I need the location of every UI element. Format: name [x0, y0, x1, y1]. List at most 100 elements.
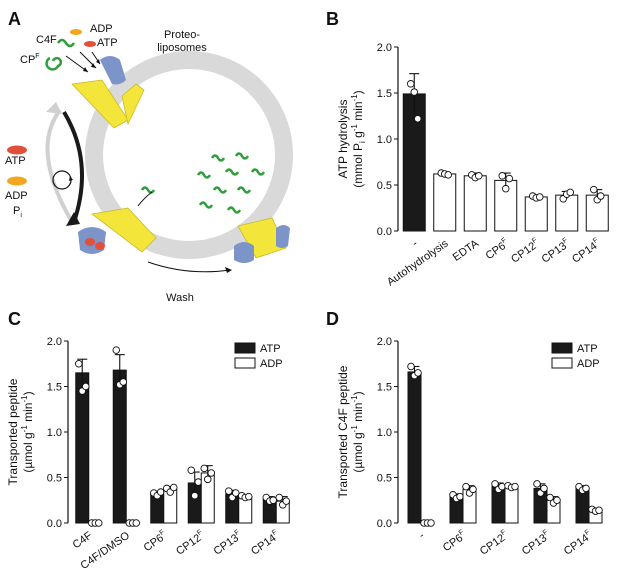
y-tick-label: 0.5	[377, 473, 392, 485]
data-point	[456, 492, 464, 501]
cyclic-peptide-icon	[45, 56, 63, 71]
data-point	[282, 497, 291, 505]
data-point	[407, 80, 415, 88]
panel-a-letter: A	[8, 9, 21, 29]
data-point	[536, 193, 544, 201]
data-point	[275, 493, 284, 502]
data-point	[414, 369, 422, 377]
atp-molecule-icon	[84, 41, 96, 47]
data-point	[410, 88, 419, 96]
panel-a-schematic: A Proteo- liposomes C4F ADP ATP CPF	[5, 9, 293, 304]
data-point	[231, 489, 240, 497]
legend-swatch-atp	[551, 342, 573, 354]
data-point	[407, 362, 415, 371]
data-point	[224, 487, 233, 495]
x-category-label: -	[417, 529, 427, 541]
bar-b-value	[402, 93, 426, 232]
data-point	[414, 115, 422, 123]
y-tick-label: 0.5	[377, 180, 392, 192]
data-point	[469, 485, 477, 494]
data-point	[119, 378, 127, 386]
cycle-adp-label: ADP	[5, 190, 28, 202]
bar-c-atp	[112, 369, 127, 524]
data-point	[553, 496, 561, 505]
legend-label-adp: ADP	[260, 358, 283, 370]
cycle-adp-icon	[7, 176, 27, 186]
data-point	[498, 172, 507, 180]
y-tick-label: 0.0	[377, 226, 392, 238]
x-category-label: CP6F	[141, 529, 169, 554]
x-category-label: CP14F	[248, 529, 282, 558]
data-point	[427, 519, 435, 527]
y-tick-label: 2.0	[377, 336, 392, 348]
data-point	[546, 493, 554, 502]
cycle-atp-icon	[7, 145, 27, 155]
data-point	[533, 480, 541, 488]
y-axis-unit: (µmol g-1 min-1)	[20, 391, 35, 472]
x-category-label: EDTA	[451, 237, 482, 264]
data-point	[505, 174, 514, 183]
x-category-label: CP12F	[508, 237, 542, 266]
adp-molecule-icon	[70, 29, 82, 35]
data-point	[132, 519, 140, 527]
data-point	[590, 185, 598, 194]
transported-peptides-icon	[140, 152, 266, 214]
y-tick-label: 1.0	[377, 134, 392, 146]
x-category-label: CP14F	[569, 237, 603, 266]
legend-label-adp: ADP	[577, 358, 600, 370]
bar-b-value	[433, 173, 457, 232]
cp-label: CPF	[20, 53, 40, 66]
bar-b-value	[555, 194, 579, 232]
release-arrow-icon	[137, 191, 153, 207]
data-point	[190, 491, 199, 500]
data-point	[582, 484, 590, 493]
y-tick-label: 0.0	[377, 518, 392, 530]
legend-swatch-atp	[234, 342, 256, 354]
data-point	[169, 483, 178, 492]
data-point	[595, 506, 603, 515]
adp-label: ADP	[90, 23, 113, 35]
y-tick-label: 0.0	[47, 518, 62, 530]
data-point	[511, 482, 519, 491]
transport-cycle-arrows-icon	[45, 102, 84, 226]
wash-arrowhead-icon	[225, 267, 232, 273]
bar-d-atp	[407, 371, 422, 524]
y-axis-title: Transported peptide	[6, 378, 20, 485]
y-tick-label: 2.0	[377, 42, 392, 54]
data-point	[194, 478, 202, 486]
proteoliposomes-label-line1: Proteo-	[164, 29, 200, 41]
bar-c-atp	[75, 372, 90, 524]
data-point	[269, 496, 278, 505]
y-axis-title: ATP hydrolysis	[336, 100, 350, 179]
y-axis-title: Transported C4F peptide	[336, 365, 350, 498]
x-category-label: C4F	[71, 529, 95, 551]
data-point	[156, 488, 165, 496]
data-point	[244, 492, 253, 501]
data-point	[498, 482, 506, 491]
panel-d-letter: D	[326, 309, 339, 329]
data-point	[81, 382, 90, 391]
transporter-outward-icon	[71, 56, 145, 129]
cycle-pi-label: Pi	[13, 205, 22, 219]
data-point	[94, 519, 103, 527]
wash-label: Wash	[166, 292, 194, 304]
binding-arrowheads-icon	[83, 59, 100, 72]
binding-arrows-icon	[65, 51, 101, 73]
y-axis-unit: (µmol g-1 min-1)	[350, 391, 365, 472]
transporter-washed-icon	[234, 217, 290, 263]
y-tick-label: 1.0	[47, 427, 62, 439]
y-axis-unit: (mmol Pi g-1 min-1)	[350, 90, 367, 187]
data-point	[200, 464, 208, 473]
data-point	[462, 482, 470, 491]
bar-b-value	[524, 196, 548, 232]
x-category-label: CP6F	[483, 237, 511, 262]
x-category-label: CP12F	[477, 529, 511, 558]
data-point	[207, 469, 215, 477]
y-tick-label: 1.5	[377, 382, 392, 394]
c4f-label: C4F	[36, 34, 57, 46]
cycle-atp-label: ATP	[5, 155, 26, 167]
data-point	[475, 172, 483, 180]
